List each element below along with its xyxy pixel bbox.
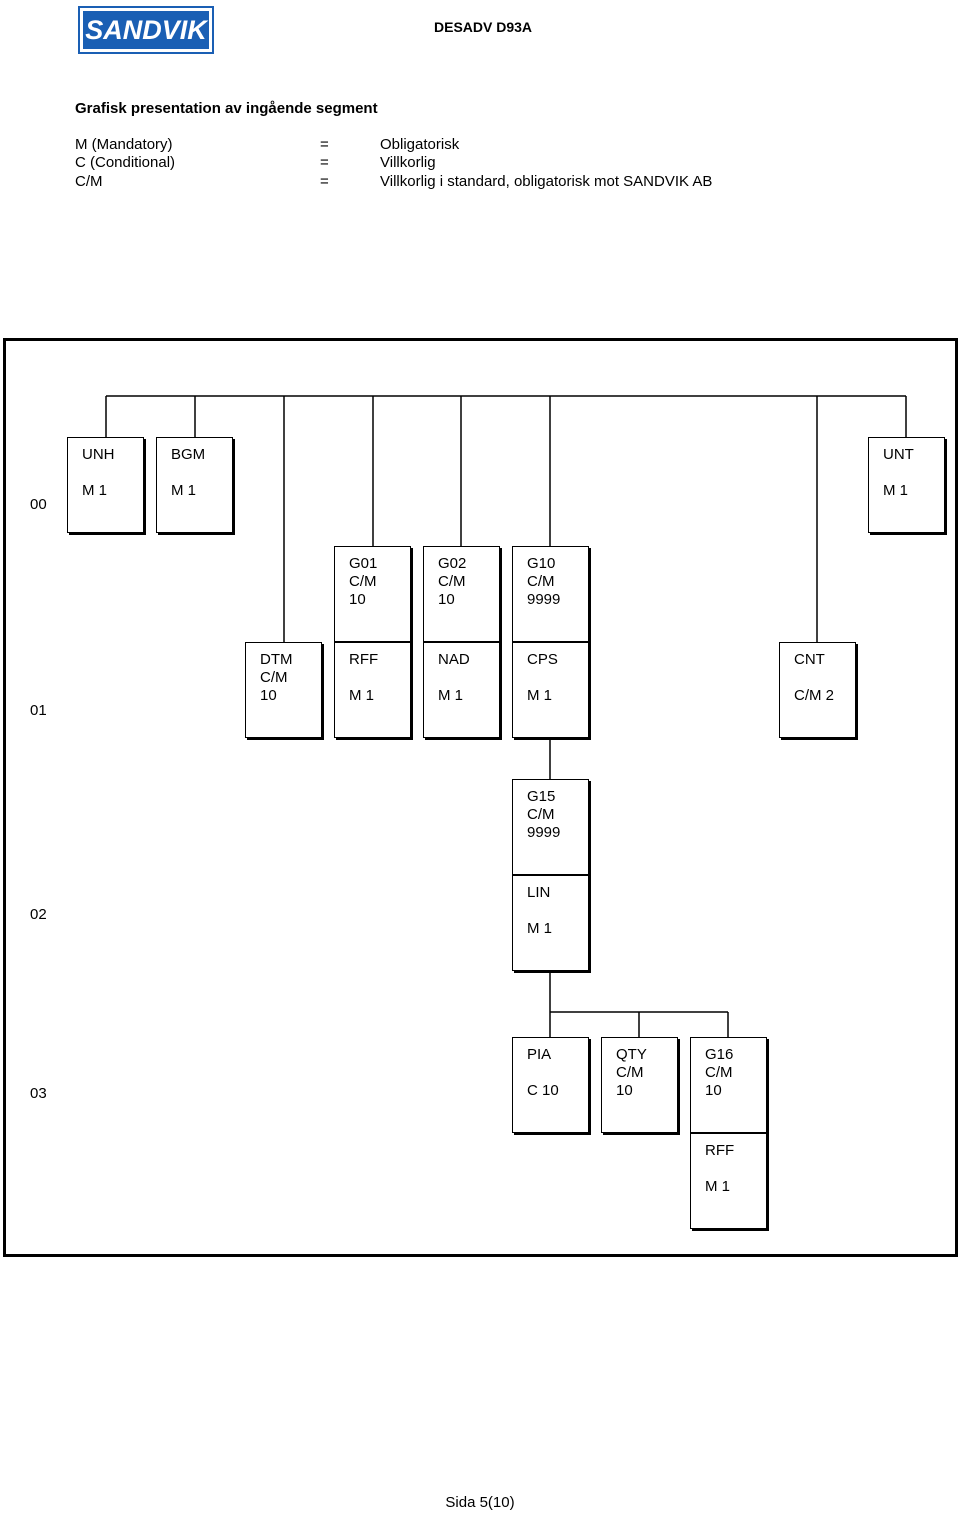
segment-status-qty: C/M — [616, 1064, 644, 1081]
legend-equals-cm: = — [320, 173, 329, 190]
legend-meaning-mandatory: Obligatorisk — [380, 136, 460, 153]
group-box-g02: G02 C/M 10 — [423, 546, 500, 642]
segment-status-rff-g16: M 1 — [705, 1178, 731, 1195]
logo-text: SANDVIK — [85, 15, 207, 45]
segment-status-cnt: C/M 2 — [794, 687, 835, 704]
segment-name-nad: NAD — [438, 651, 470, 668]
group-status-g02: C/M — [438, 573, 466, 590]
segment-box-qty: QTY C/M 10 — [601, 1037, 678, 1133]
segment-box-cnt: CNT C/M 2 — [779, 642, 856, 738]
segment-status-nad: M 1 — [438, 687, 464, 704]
group-name-g02: G02 — [438, 555, 467, 572]
segment-box-cps: CPS M 1 — [512, 642, 589, 738]
legend-equals-conditional: = — [320, 154, 329, 171]
group-name-g15: G15 — [527, 788, 556, 805]
group-name-g10: G10 — [527, 555, 556, 572]
segment-status-dtm: C/M — [260, 669, 288, 686]
legend-code-mandatory: M (Mandatory) — [75, 136, 173, 153]
group-repeat-g02: 10 — [438, 591, 455, 608]
segment-status-rff: M 1 — [349, 687, 375, 704]
segment-name-pia: PIA — [527, 1046, 552, 1063]
document-title: DESADV D93A — [434, 19, 533, 35]
group-status-g10: C/M — [527, 573, 555, 590]
group-status-g01: C/M — [349, 573, 377, 590]
segment-status-bgm: M 1 — [171, 482, 197, 499]
group-box-g10: G10 C/M 9999 — [512, 546, 589, 642]
segment-name-unh: UNH — [82, 446, 115, 463]
legend-code-cm: C/M — [75, 173, 103, 190]
segment-box-unh: UNH M 1 — [67, 437, 144, 533]
group-status-g15: C/M — [527, 806, 555, 823]
segment-name-lin: LIN — [527, 884, 551, 901]
segment-box-dtm: DTM C/M 10 — [245, 642, 322, 738]
level-label-00: 00 — [30, 496, 47, 513]
segment-name-dtm: DTM — [260, 651, 293, 668]
group-box-g15: G15 C/M 9999 — [512, 779, 589, 875]
group-repeat-g16: 10 — [705, 1082, 722, 1099]
segment-box-pia: PIA C 10 — [512, 1037, 589, 1133]
level-label-03: 03 — [30, 1085, 47, 1102]
group-repeat-g01: 10 — [349, 591, 366, 608]
segment-name-bgm: BGM — [171, 446, 206, 463]
segment-name-qty: QTY — [616, 1046, 647, 1063]
segment-name-rff: RFF — [349, 651, 379, 668]
legend-meaning-conditional: Villkorlig — [380, 154, 436, 171]
group-box-g16: G16 C/M 10 — [690, 1037, 767, 1133]
segment-name-cnt: CNT — [794, 651, 825, 668]
legend-code-conditional: C (Conditional) — [75, 154, 176, 171]
diagram-frame — [3, 338, 958, 1257]
segment-status-pia: C 10 — [527, 1082, 559, 1099]
segment-box-unt: UNT M 1 — [868, 437, 945, 533]
segment-box-nad: NAD M 1 — [423, 642, 500, 738]
segment-status-lin: M 1 — [527, 920, 553, 937]
segment-repeat-dtm: 10 — [260, 687, 277, 704]
segment-box-rff-g16: RFF M 1 — [690, 1133, 767, 1229]
segment-status-unt: M 1 — [883, 482, 909, 499]
segment-repeat-qty: 10 — [616, 1082, 633, 1099]
segment-name-unt: UNT — [883, 446, 914, 463]
segment-status-unh: M 1 — [82, 482, 108, 499]
section-title: Grafisk presentation av ingående segment — [75, 100, 378, 117]
group-status-g16: C/M — [705, 1064, 733, 1081]
group-repeat-g10: 9999 — [527, 591, 561, 608]
segment-status-cps: M 1 — [527, 687, 553, 704]
segment-name-cps: CPS — [527, 651, 558, 668]
group-name-g01: G01 — [349, 555, 378, 572]
legend-equals-mandatory: = — [320, 136, 329, 153]
group-box-g01: G01 C/M 10 — [334, 546, 411, 642]
legend-meaning-cm: Villkorlig i standard, obligatorisk mot … — [380, 173, 713, 190]
segment-box-rff: RFF M 1 — [334, 642, 411, 738]
level-label-01: 01 — [30, 702, 47, 719]
level-label-02: 02 — [30, 906, 47, 923]
group-repeat-g15: 9999 — [527, 824, 561, 841]
page-number: Sida 5(10) — [445, 1494, 515, 1511]
segment-box-lin: LIN M 1 — [512, 875, 589, 971]
segment-box-bgm: BGM M 1 — [156, 437, 233, 533]
sandvik-logo: SANDVIK — [78, 6, 214, 54]
logo-background: SANDVIK — [83, 11, 209, 49]
segment-name-rff-g16: RFF — [705, 1142, 735, 1159]
group-name-g16: G16 — [705, 1046, 734, 1063]
